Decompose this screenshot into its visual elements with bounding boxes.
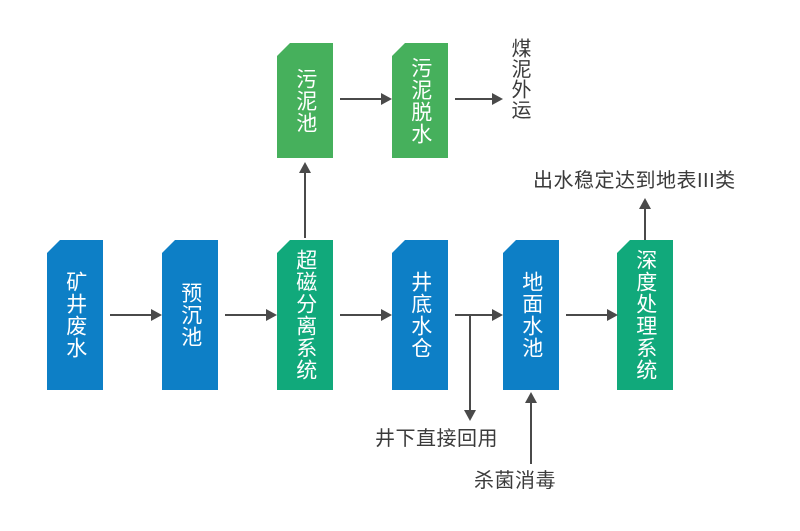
label-effluent-surface-water-grade-3: 出水稳定达到地表III类 [533,170,736,192]
arrowhead-up-icon [639,198,651,209]
arrowhead-right-icon [151,309,162,321]
node-advanced-treatment-system[interactable]: 深度处理系统 [617,240,673,390]
arrowhead-right-icon [381,93,392,105]
arrowhead-down-icon [464,410,476,421]
arrowhead-right-icon [492,309,503,321]
node-label: 污泥脱水 [408,56,432,145]
node-label: 地面水池 [519,271,543,359]
label-coal-slime-transport: 煤泥外运 [508,38,530,120]
arrowhead-right-icon [381,309,392,321]
connector-sludge-dewatering-to-coal-slime [455,98,492,100]
node-label: 污泥池 [293,67,317,134]
node-sludge-pond[interactable]: 污泥池 [277,43,333,158]
connector-bottom-sump-to-surface-pond [455,314,492,316]
node-sludge-dewatering[interactable]: 污泥脱水 [392,43,448,158]
connector-branch-to-underground-reuse [469,314,471,410]
node-surface-pond[interactable]: 地面水池 [503,240,559,390]
label-underground-direct-reuse: 井下直接回用 [375,428,498,450]
connector-surface-pond-to-advanced-treatment [566,314,607,316]
node-label: 深度处理系统 [633,249,657,381]
connector-super-magnetic-to-sludge-pond [304,172,306,238]
connector-super-magnetic-to-bottom-sump [340,314,381,316]
node-label: 矿井废水 [63,271,87,359]
arrowhead-right-icon [607,309,618,321]
node-bottom-sump[interactable]: 井底水仓 [392,240,448,390]
node-super-magnetic-separation[interactable]: 超磁分离系统 [277,240,333,390]
connector-mine-wastewater-to-pre-settling [110,314,151,316]
connector-sterilization-to-surface-pond [530,402,532,464]
connector-sludge-pond-to-sludge-dewatering [340,98,381,100]
node-mine-wastewater[interactable]: 矿井废水 [47,240,103,390]
node-pre-settling-tank[interactable]: 预沉池 [162,240,218,390]
connector-advanced-treatment-to-effluent-grade [644,208,646,240]
node-label: 预沉池 [178,282,202,348]
connector-pre-settling-to-super-magnetic [225,314,266,316]
label-sterilization-disinfection: 杀菌消毒 [474,470,556,492]
arrowhead-right-icon [266,309,277,321]
node-label: 超磁分离系统 [293,249,317,381]
node-label: 井底水仓 [408,271,432,359]
arrowhead-up-icon [525,392,537,403]
arrowhead-up-icon [299,162,311,173]
arrowhead-right-icon [492,93,503,105]
